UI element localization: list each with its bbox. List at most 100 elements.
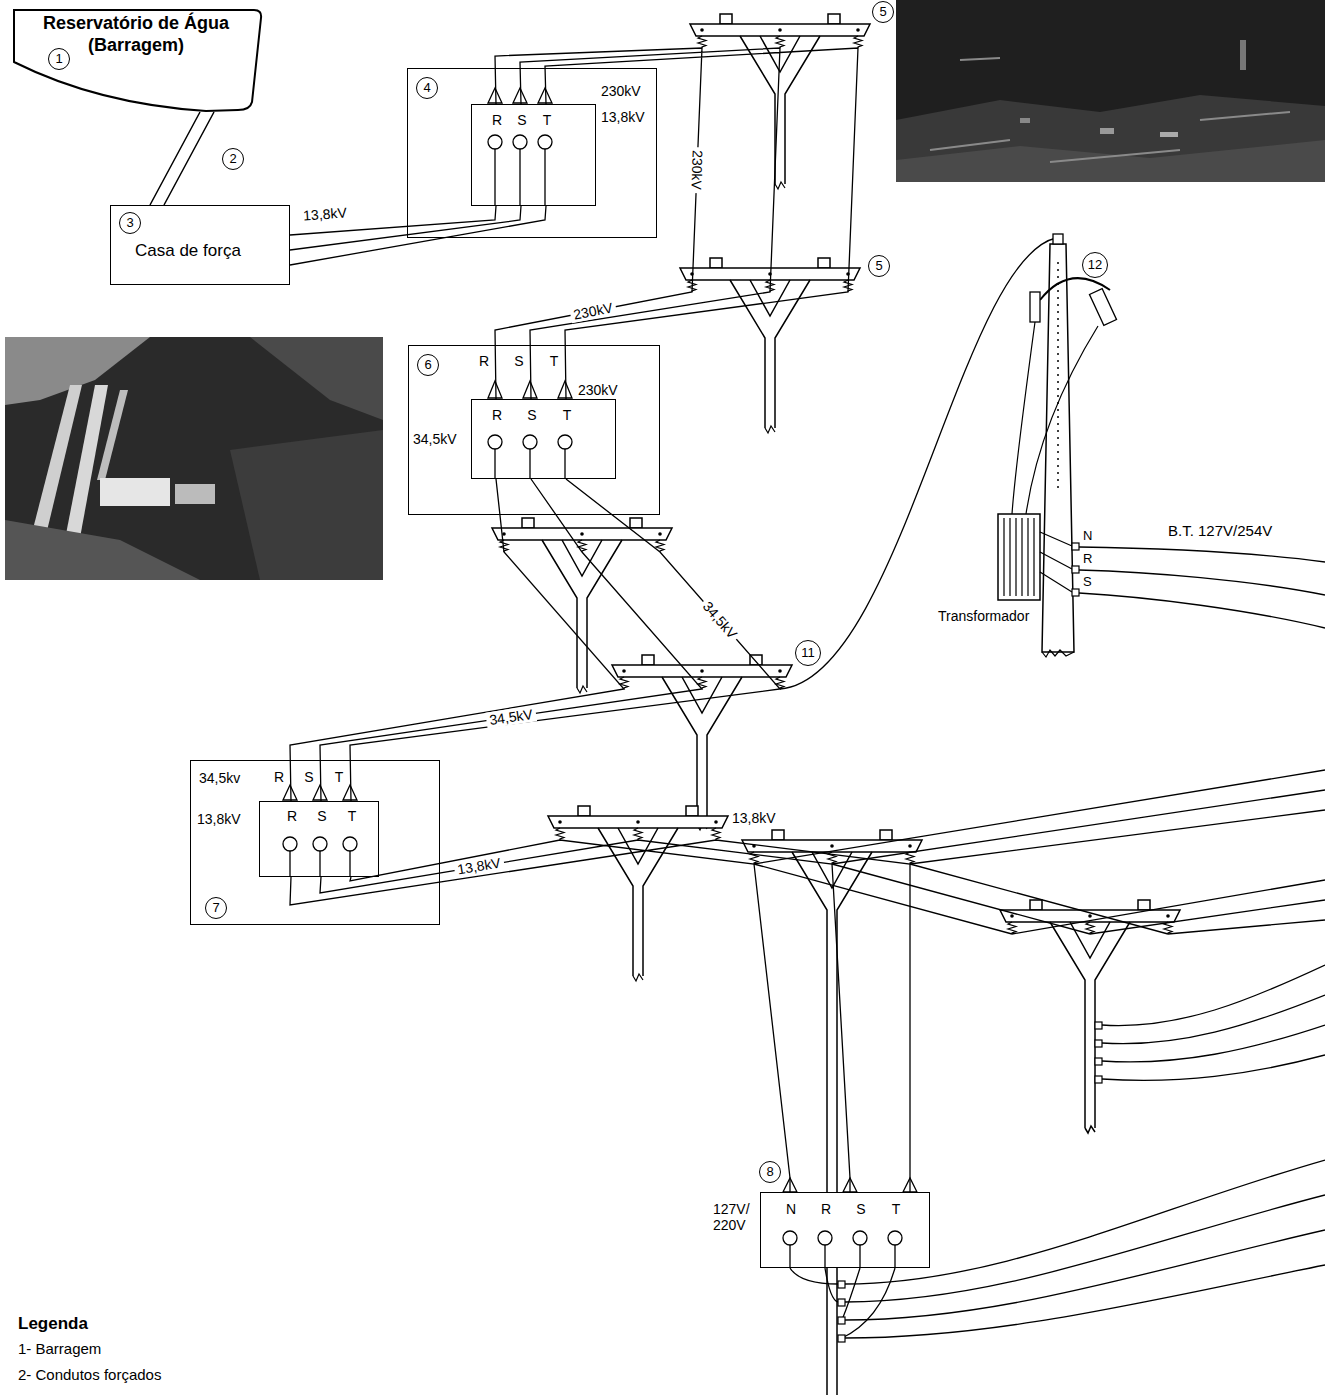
power-line [1012, 880, 1325, 934]
legend-title: Legenda [18, 1314, 88, 1334]
cooling-fins [1004, 518, 1034, 596]
photo-detail [1160, 132, 1178, 137]
powerhouse-box: 3Casa de força [110, 205, 290, 285]
voltage-label: 34,5kV [698, 596, 743, 644]
terminal [343, 837, 357, 851]
terminal [853, 1231, 867, 1245]
terminal [283, 785, 297, 800]
terminal [818, 1231, 832, 1245]
distribution-lines [754, 238, 1325, 1338]
voltage-label: 13,8kV [197, 811, 241, 827]
power-line [754, 770, 1325, 864]
phase-label: N [1083, 528, 1092, 543]
spillway [97, 390, 128, 480]
lead-wire [290, 851, 350, 876]
voltage-label: 34,5kV [413, 431, 457, 447]
callout-number: 4 [416, 77, 438, 99]
pole-extension [827, 1000, 1095, 1395]
phase-label: N [783, 1201, 799, 1217]
phase-label: S [524, 407, 540, 423]
voltage-label: 13,8kV [300, 204, 351, 223]
voltage-label: 230kV [601, 83, 641, 99]
pole-body [1085, 1070, 1095, 1133]
phase-label: T [539, 112, 555, 128]
terminal [888, 1231, 902, 1245]
dam-photo [5, 337, 383, 580]
pole-holes [1057, 262, 1059, 490]
legend-text: 2- Condutos forçados [18, 1366, 161, 1383]
insulator [838, 1317, 845, 1324]
substation-box: 4 230kV 13,8kV RST [407, 68, 657, 238]
transformer-tank [998, 514, 1040, 600]
insulator [1095, 1058, 1102, 1065]
substation-box: 6RST230kV34,5kVRST [408, 345, 660, 515]
photo-terrain [230, 430, 383, 580]
break-mark [1042, 650, 1074, 657]
voltage-label: 13,8kV [601, 109, 645, 125]
terminal [488, 381, 502, 398]
photo-detail [1100, 128, 1114, 134]
powerhouse-photo [100, 478, 170, 506]
photo-detail [930, 58, 1290, 162]
callout-number: 11 [795, 640, 821, 666]
phase-label: R [818, 1201, 834, 1217]
phase-label: S [514, 112, 530, 128]
terminal [1072, 543, 1079, 550]
service-wire [1079, 547, 1325, 628]
terminal [343, 785, 357, 800]
pole-insulators [838, 1022, 1102, 1342]
photo-ground [896, 0, 1325, 182]
callout-number: 1 [48, 48, 70, 70]
insulator [1095, 1022, 1102, 1029]
voltage-label: 127V/ 220V [713, 1201, 759, 1233]
substation-box: 34,5kvRST13,8kV7RST [190, 760, 440, 925]
photo-ground [5, 337, 383, 580]
callout-number: 5 [868, 255, 890, 277]
callout-number: 8 [759, 1161, 781, 1183]
phase-label: T [559, 407, 575, 423]
photo-hill [250, 337, 383, 420]
power-line [150, 112, 214, 205]
terminal [488, 435, 502, 449]
phase-label: R [489, 112, 505, 128]
voltage-label: 230kV [688, 147, 706, 193]
callout-number: 12 [1082, 252, 1108, 278]
phase-label: S [301, 769, 317, 785]
pole [742, 830, 922, 1000]
phase-label: T [888, 1201, 904, 1217]
phase-label: R [284, 808, 300, 824]
photo-terrain [896, 95, 1325, 182]
pole-top [1053, 234, 1063, 244]
terminal [523, 381, 537, 398]
reservoir-outline [14, 10, 261, 111]
part-label: Transformador [938, 608, 1029, 624]
voltage-label: 13,8kV [453, 854, 505, 878]
legend-row: 1- Barragem [18, 1340, 101, 1358]
lead-wire [495, 149, 545, 205]
phase-label: S [314, 808, 330, 824]
lead-wire [495, 449, 565, 478]
terminal [513, 88, 527, 103]
callout-number: 2 [222, 148, 244, 170]
voltage-label: 230kV [578, 382, 618, 398]
power-line [780, 238, 1056, 689]
power-line [290, 479, 780, 801]
terminal [313, 837, 327, 851]
pole-transformer [998, 234, 1325, 657]
secondary-lead [1040, 532, 1072, 592]
phase-label: R [489, 407, 505, 423]
service-wire [1102, 965, 1325, 1080]
terminal [313, 785, 327, 800]
photo-detail [1240, 40, 1246, 70]
tower [612, 655, 792, 830]
terminal [488, 88, 502, 103]
terminal [488, 135, 502, 149]
transformer-box: RST [259, 801, 379, 877]
terminal-triangles [283, 88, 917, 1192]
phase-label: R [476, 353, 492, 369]
photo-terrain [5, 520, 200, 580]
service-wire [790, 1268, 895, 1338]
terminal [558, 435, 572, 449]
fuse-cutout [1089, 289, 1116, 326]
